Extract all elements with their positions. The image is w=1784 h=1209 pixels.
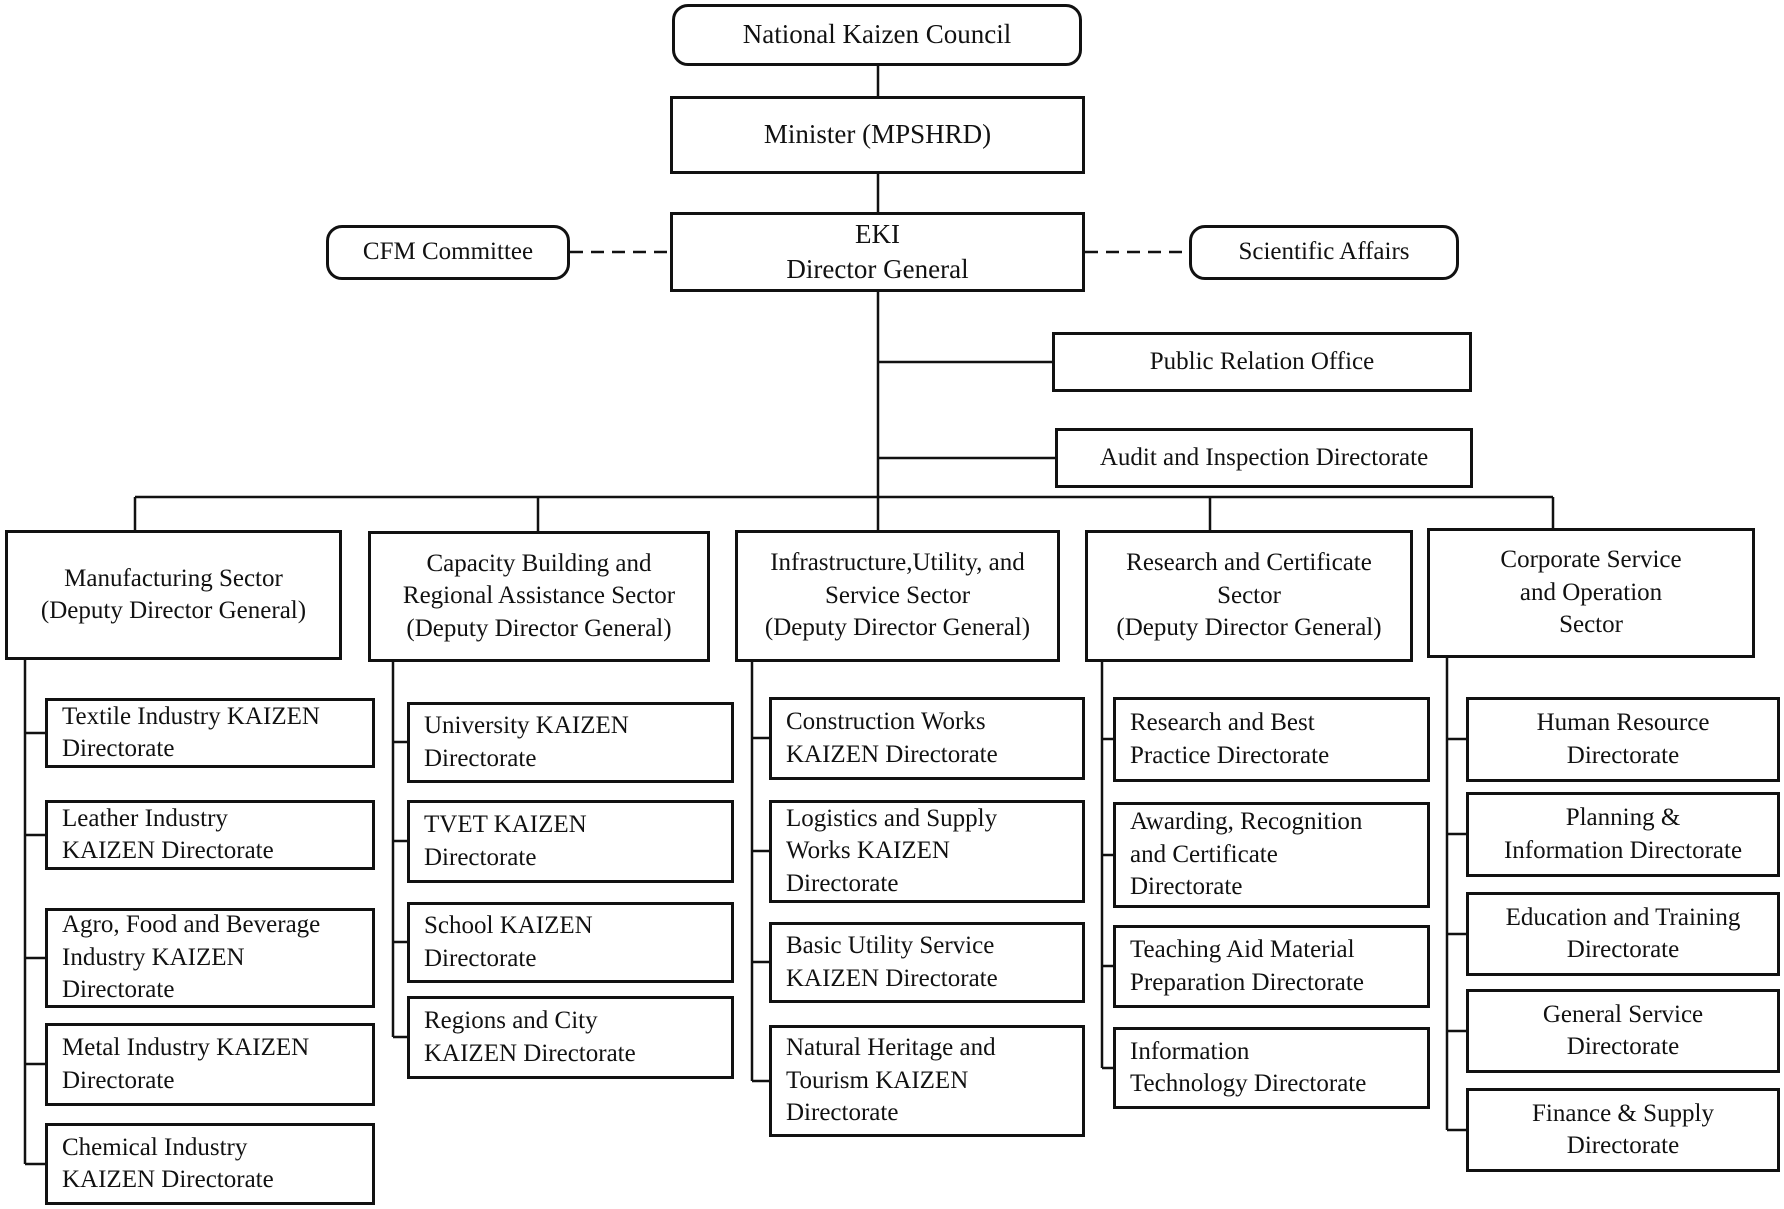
directorate-tvet: TVET KAIZEN Directorate — [407, 800, 734, 883]
sector-capacity-building: Capacity Building and Regional Assistanc… — [368, 531, 710, 662]
connector-col-research — [1100, 662, 1113, 1070]
directorate-basic-utility: Basic Utility Service KAIZEN Directorate — [769, 922, 1085, 1003]
node-audit-inspection-directorate: Audit and Inspection Directorate — [1055, 428, 1473, 488]
node-eki-director-general: EKI Director General — [670, 212, 1085, 292]
directorate-information-technology: Information Technology Directorate — [1113, 1027, 1430, 1109]
sector-infrastructure: Infrastructure,Utility, and Service Sect… — [735, 530, 1060, 662]
directorate-research-best-practice: Research and Best Practice Directorate — [1113, 697, 1430, 782]
directorate-chemical: Chemical Industry KAIZEN Directorate — [45, 1123, 375, 1205]
connector-col-infrastructure — [750, 662, 769, 1083]
directorate-textile: Textile Industry KAIZEN Directorate — [45, 698, 375, 768]
node-minister: Minister (MPSHRD) — [670, 96, 1085, 174]
connector-distribution-bar — [133, 495, 1555, 531]
node-cfm-committee: CFM Committee — [326, 225, 570, 280]
directorate-regions-city: Regions and City KAIZEN Directorate — [407, 996, 734, 1079]
directorate-construction-works: Construction Works KAIZEN Directorate — [769, 697, 1085, 780]
directorate-teaching-aid: Teaching Aid Material Preparation Direct… — [1113, 925, 1430, 1008]
directorate-human-resource: Human Resource Directorate — [1466, 697, 1780, 782]
directorate-logistics-supply: Logistics and Supply Works KAIZEN Direct… — [769, 800, 1085, 903]
directorate-education-training: Education and Training Directorate — [1466, 892, 1780, 976]
directorate-agro-food-beverage: Agro, Food and Beverage Industry KAIZEN … — [45, 908, 375, 1008]
directorate-metal: Metal Industry KAIZEN Directorate — [45, 1023, 375, 1106]
directorate-school: School KAIZEN Directorate — [407, 902, 734, 983]
directorate-university: University KAIZEN Directorate — [407, 702, 734, 783]
node-public-relation-office: Public Relation Office — [1052, 332, 1472, 392]
directorate-general-service: General Service Directorate — [1466, 989, 1780, 1073]
connector-col-corporate — [1445, 658, 1466, 1132]
connector-col-capacity — [391, 662, 407, 1039]
directorate-natural-heritage-tourism: Natural Heritage and Tourism KAIZEN Dire… — [769, 1025, 1085, 1137]
sector-corporate-service: Corporate Service and Operation Sector — [1427, 528, 1755, 658]
directorate-awarding-certificate: Awarding, Recognition and Certificate Di… — [1113, 802, 1430, 908]
node-scientific-affairs: Scientific Affairs — [1189, 225, 1459, 280]
connector-col-manufacturing — [23, 660, 45, 1166]
connector-staff-branches — [878, 360, 1055, 460]
sector-research-certificate: Research and Certificate Sector (Deputy … — [1085, 530, 1413, 662]
node-national-kaizen-council: National Kaizen Council — [672, 4, 1082, 66]
directorate-leather: Leather Industry KAIZEN Directorate — [45, 800, 375, 870]
sector-manufacturing: Manufacturing Sector (Deputy Director Ge… — [5, 530, 342, 660]
directorate-finance-supply: Finance & Supply Directorate — [1466, 1088, 1780, 1172]
directorate-planning-information: Planning & Information Directorate — [1466, 792, 1780, 877]
